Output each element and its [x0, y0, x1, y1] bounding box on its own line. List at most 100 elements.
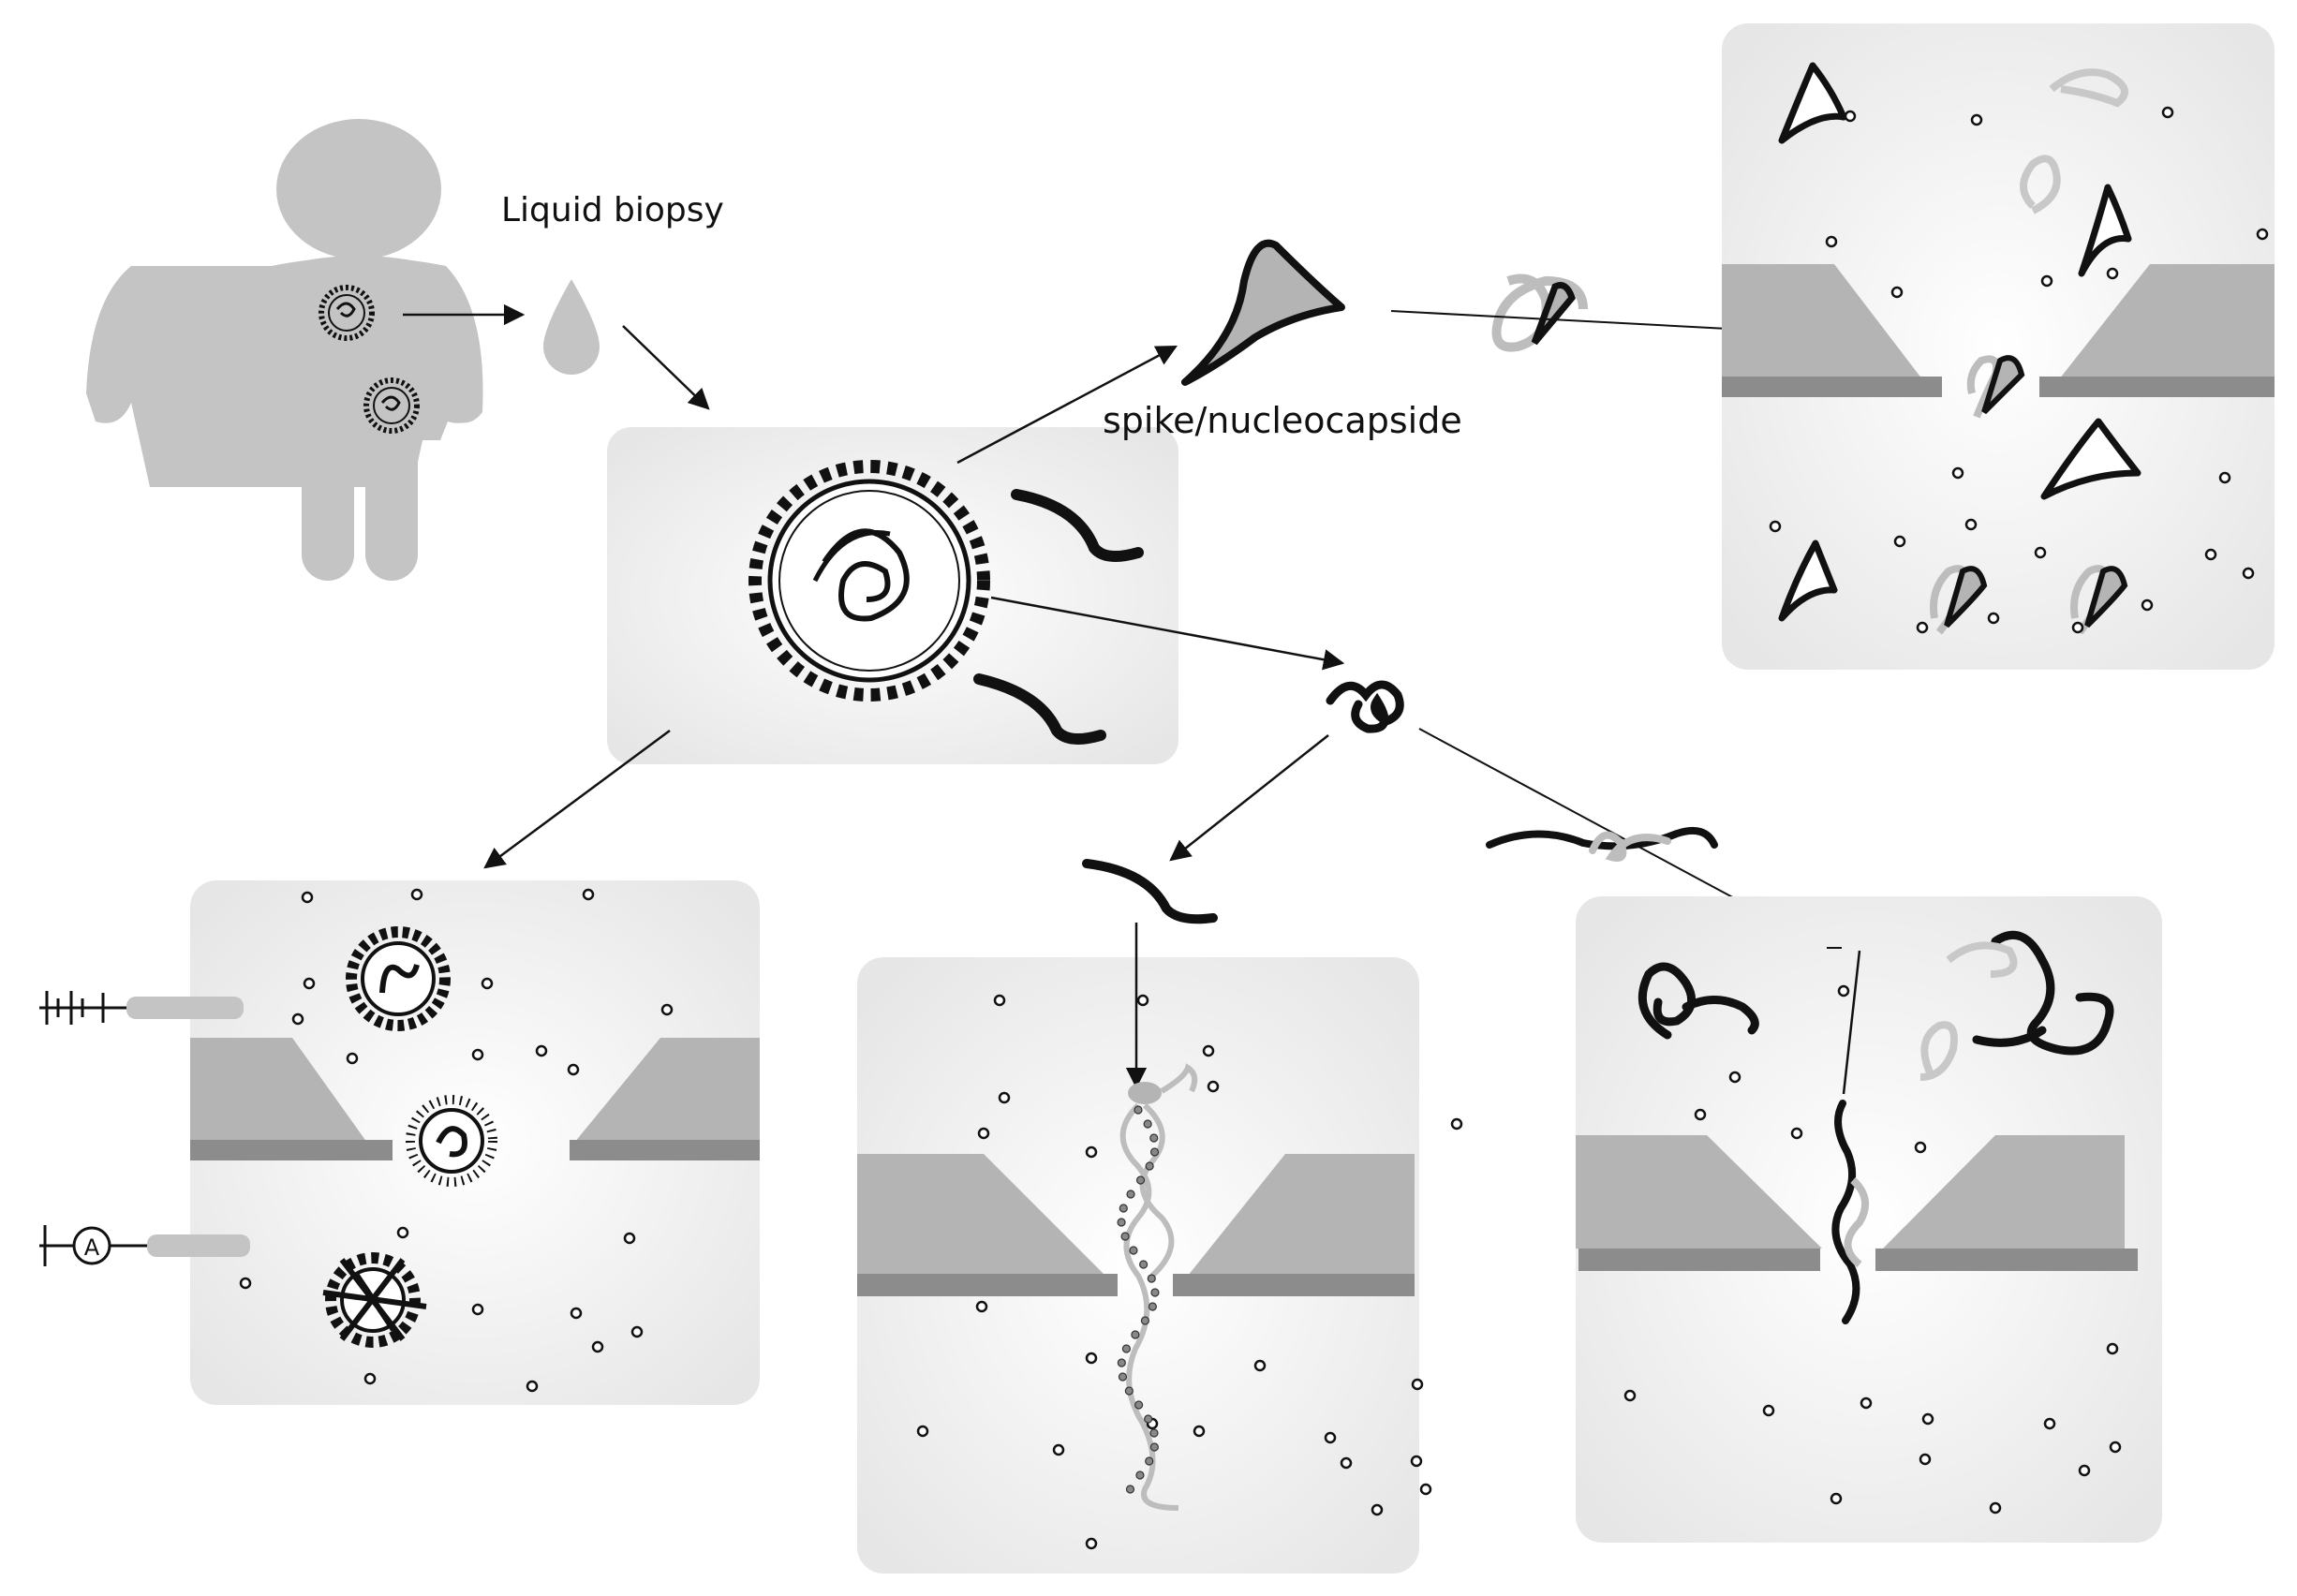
virus-panel-membrane [190, 1038, 760, 1160]
ion-dot [396, 1226, 409, 1239]
rna-coil-icon [1326, 680, 1404, 733]
ion-dot [630, 1325, 644, 1338]
rna-bead [1144, 1414, 1153, 1424]
ion-dot [570, 1307, 583, 1320]
rna-tail-icon [1160, 1063, 1198, 1094]
ion-dot [1207, 1080, 1220, 1093]
ion-dot [2161, 106, 2174, 119]
rna-bead [1134, 1105, 1143, 1115]
translocating-rna-strand [1139, 1102, 1175, 1278]
rna-bead [1135, 1175, 1146, 1185]
ion-dot [567, 1063, 580, 1076]
rna-panel-membrane [857, 1154, 1415, 1296]
ion-dot [2204, 548, 2217, 561]
ion-dot [303, 977, 316, 990]
rna-bead [1143, 1119, 1152, 1129]
rna-strand-icon [1638, 962, 1759, 1040]
ion-dot [535, 1044, 548, 1057]
ion-dot [1970, 113, 1983, 126]
motor-protein-icon [1128, 1082, 1162, 1104]
aptamer-spike-complex-icon [1966, 355, 2025, 419]
ion-dot [1951, 466, 1964, 480]
rna-bead [1124, 1386, 1134, 1396]
ion-dot [591, 1340, 604, 1353]
ion-dot [1085, 1352, 1098, 1365]
ion-dot [998, 1091, 1011, 1104]
ion-dot [1964, 518, 1978, 531]
rna-strand-icon [1972, 930, 2114, 1056]
rna-bead [1148, 1302, 1157, 1311]
arrow-to-rna [990, 596, 1345, 671]
ion-dots-protein-panel [1769, 106, 2269, 634]
patient-silhouette [86, 119, 483, 581]
rna-bead [1121, 1344, 1132, 1353]
ion-dot [1844, 110, 1857, 123]
ion-dot [481, 977, 494, 990]
ion-dot [1987, 612, 2000, 625]
rna-strand-icon [1011, 489, 1144, 562]
bottom-electrode [147, 1234, 250, 1257]
arrow-to-virus-pore [483, 729, 671, 869]
rna-bead [1149, 1428, 1159, 1438]
voltage-source-icon [39, 991, 126, 1025]
ion-dot [1914, 1141, 1927, 1154]
ion-dot [1340, 1456, 1353, 1470]
ion-dot [1989, 1501, 2002, 1515]
spike-protein-icon [1778, 62, 2141, 622]
ion-dot [975, 1300, 988, 1313]
ion-dot [1728, 1071, 1741, 1084]
ion-dot [1919, 1453, 1932, 1466]
ion-dot [239, 1277, 252, 1290]
aptamer-spike-complex-icon [1491, 273, 1588, 352]
ion-dot [363, 1372, 377, 1385]
ion-dot [1694, 1108, 1707, 1121]
rna-bead [1145, 1456, 1154, 1466]
ion-dot [1837, 984, 1850, 998]
ion-dot [1411, 1378, 1424, 1391]
aptamer-rna-nanopore-panel [1576, 896, 2162, 1543]
aptamer-strand-icon [1844, 1177, 1870, 1268]
ion-dot [1052, 1443, 1065, 1456]
ion-dot [1193, 1425, 1206, 1438]
rna-bead [1125, 1485, 1135, 1494]
ion-dot [1890, 286, 1904, 299]
ion-dot [2242, 567, 2255, 580]
ion-dot [993, 994, 1006, 1007]
virus-particle-icon [346, 926, 451, 1031]
ion-dot [1921, 1412, 1934, 1426]
ion-dot [1893, 535, 1906, 548]
ion-dot [1136, 994, 1149, 1007]
ion-dot [916, 1425, 929, 1438]
virus-in-body-icon [319, 285, 375, 341]
translocating-rna-strand [1831, 1100, 1860, 1324]
arrow-into-aptamer-pore [1842, 950, 1861, 1095]
ion-dot [582, 888, 595, 901]
rna-bead [1134, 1400, 1144, 1410]
ion-dot [471, 1048, 484, 1061]
ion-dot [1450, 1117, 1463, 1130]
ion-dot [1410, 1455, 1423, 1468]
rna-strand-icon [1082, 859, 1218, 924]
ion-dot [2218, 471, 2231, 484]
rna-bead [1140, 1316, 1150, 1325]
arrow-to-spike [956, 345, 1178, 465]
translocating-rna-strand [1119, 1102, 1179, 1511]
ion-dot [1419, 1483, 1432, 1496]
ion-dot [1085, 1537, 1098, 1550]
rna-bead [1120, 1232, 1130, 1241]
ion-dot [1324, 1431, 1337, 1444]
ion-dot [1202, 1044, 1215, 1057]
ion-dots-rna-panel [916, 994, 1463, 1550]
virus-particle-icon [748, 460, 990, 702]
rna-bead [1149, 1133, 1159, 1143]
rna-bead [1149, 1147, 1160, 1157]
ion-dot [291, 1012, 304, 1026]
ion-dot [1253, 1359, 1267, 1372]
rna-bead [1117, 1358, 1126, 1367]
rna-bead [1119, 1204, 1128, 1213]
rna-bead [1129, 1246, 1138, 1255]
ion-dot [2071, 621, 2084, 634]
ion-dot [1085, 1145, 1098, 1159]
rna-nucleotide-beads [1117, 1105, 1160, 1494]
